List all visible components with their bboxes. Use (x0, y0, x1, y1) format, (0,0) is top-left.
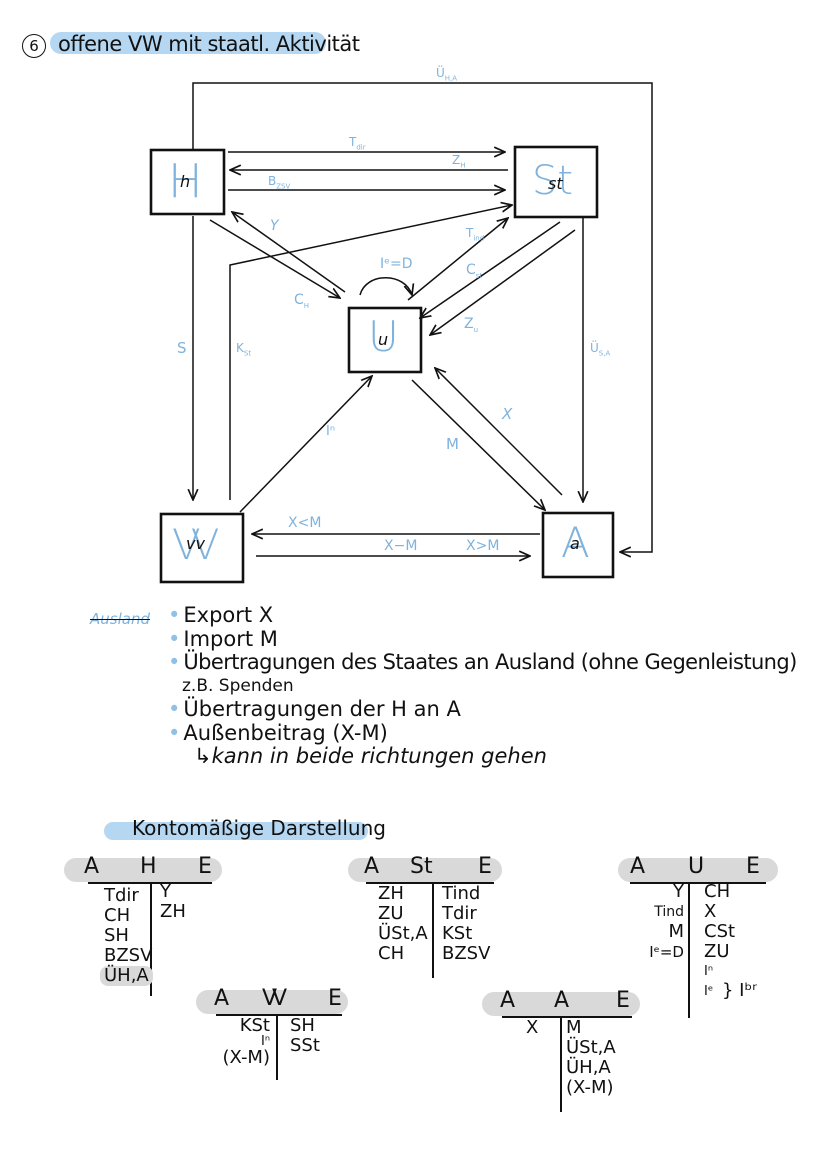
node-h-script: h (180, 172, 191, 191)
label-in: Iⁿ (326, 424, 336, 439)
list-item: •Außenbeitrag (X-M) (168, 720, 388, 745)
account-a-label: A (500, 988, 516, 1013)
label-u-ha: ÜH,A (436, 66, 458, 83)
label-bzsv: BZSV (268, 174, 291, 191)
label-x: X (502, 405, 513, 423)
account-debit: X (526, 1017, 539, 1038)
node-u-script: u (378, 330, 389, 349)
node-st-letter: St (532, 158, 574, 204)
account-bracket: } Iᵇʳ (722, 980, 757, 1001)
node-u-letter: U (368, 312, 399, 361)
account-header-bar (618, 858, 778, 882)
label-ie-d: Iᵉ=D (380, 256, 413, 272)
arrow-cst (420, 221, 561, 318)
node-a-letter: A (561, 518, 590, 567)
arrow-ie-d (359, 277, 412, 295)
title-number: 6 (22, 34, 46, 58)
accounts-heading-highlight (104, 822, 368, 840)
label-tind: Tind (466, 226, 485, 243)
label-y: Y (270, 218, 279, 234)
ausland-label: Ausland (90, 610, 150, 628)
account-e-label: E (198, 854, 212, 879)
account-header-bar (196, 990, 348, 1014)
title-highlight (50, 32, 326, 54)
account-header-bar (64, 858, 222, 882)
account-header-bar (482, 992, 640, 1016)
label-zu: Zu (464, 316, 479, 334)
label-zh: ZH (452, 153, 466, 170)
label-x-lt-m: X<M (288, 515, 322, 531)
arrow-in (239, 376, 372, 513)
node-st-script: st (548, 174, 563, 193)
node-a-script: a (570, 534, 580, 553)
node-vv-script: vv (186, 534, 205, 553)
node-box-h (149, 148, 226, 216)
account-a-label: A (630, 854, 646, 879)
accounts-heading: Kontomäßige Darstellung (132, 816, 386, 840)
account-name: St (410, 854, 433, 879)
account-a-label: A (84, 854, 100, 879)
list-item: •Export X (168, 603, 274, 627)
label-s: S (177, 339, 187, 357)
title-number-text: 6 (29, 37, 39, 55)
circular-flow-diagram (149, 82, 653, 584)
node-box-u (347, 306, 423, 374)
arrow-tind (407, 218, 508, 301)
label-m: M (446, 435, 459, 453)
label-cst: Cst (466, 262, 483, 280)
ausland-list: •Export X •Import M •Übertragungen des S… (168, 603, 797, 769)
arrow-zu (430, 229, 576, 335)
node-box-st (513, 145, 599, 219)
list-example: z.B. Spenden (182, 675, 294, 696)
account-header-bar (348, 858, 502, 882)
account-e-label: E (478, 854, 492, 879)
arrow-ch (209, 219, 340, 298)
account-name: H (140, 854, 157, 879)
node-h-letter: H (168, 154, 203, 208)
label-x-gt-m: X>M (466, 538, 500, 554)
account-a-label: A (364, 854, 380, 879)
label-ch: CH (294, 292, 310, 310)
list-item: •Übertragungen des Staates an Ausland (o… (168, 650, 797, 674)
account-name: U (688, 854, 705, 879)
arrow-x (435, 368, 563, 496)
account-name: A (554, 988, 570, 1013)
account-a-label: A (214, 986, 230, 1011)
list-item: •Übertragungen der H an A (168, 697, 461, 721)
account-e-label: E (328, 986, 342, 1011)
arrow-kst (229, 205, 512, 500)
label-usa: ÜS,A (590, 341, 611, 358)
arrow-u-ha (192, 82, 653, 552)
page-title: offene VW mit staatl. Aktivität (58, 32, 360, 56)
label-kst: KSt (236, 341, 252, 358)
label-x-minus-m: X−M (384, 538, 418, 554)
node-box-vv (159, 512, 245, 584)
list-item: •Import M (168, 626, 278, 651)
list-note: ↳kann in beide richtungen gehen (194, 744, 547, 768)
account-name: VV (262, 986, 287, 1011)
account-e-label: E (616, 988, 630, 1013)
node-box-a (541, 511, 615, 579)
account-e-label: E (746, 854, 760, 879)
arrow-m (411, 379, 545, 510)
label-tdir: Tdir (349, 135, 366, 152)
